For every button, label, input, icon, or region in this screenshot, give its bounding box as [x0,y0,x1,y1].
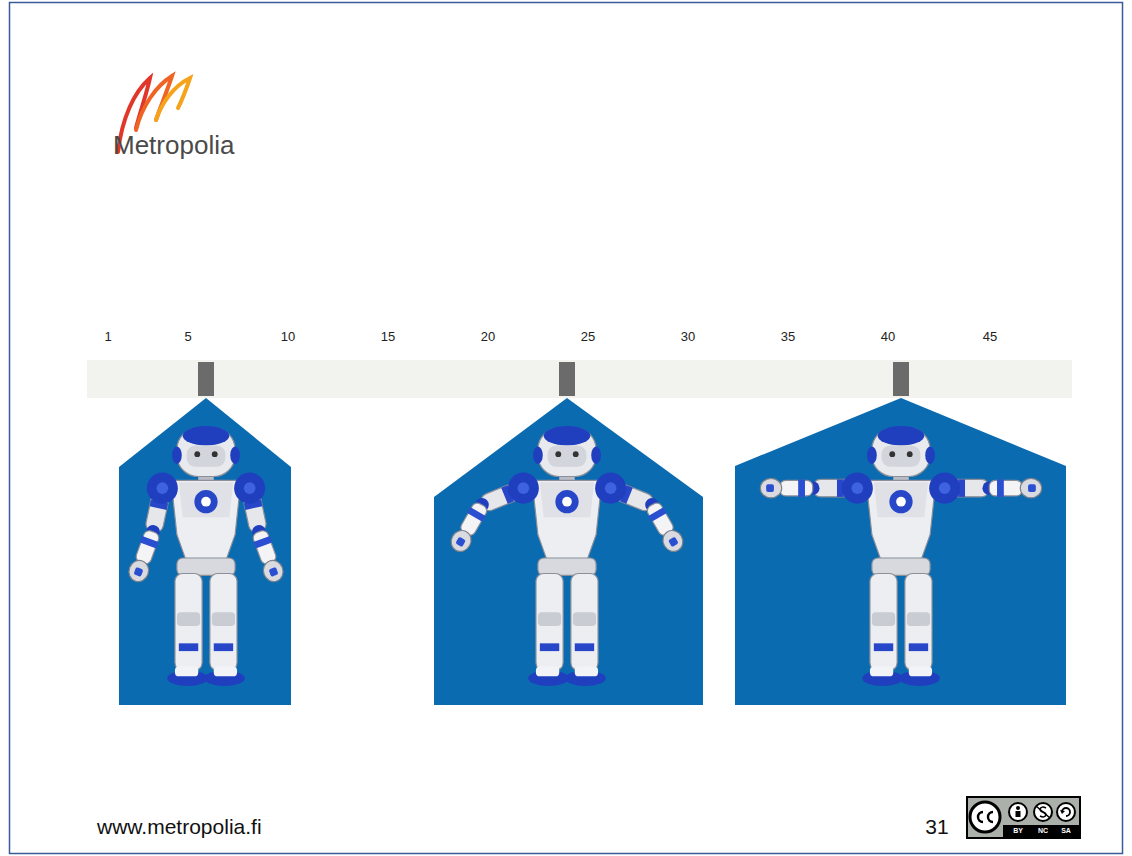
frame-number: 5 [184,330,191,345]
frame-number: 35 [781,330,795,345]
license-term: NC [1038,827,1048,835]
frame-number: 25 [581,330,595,345]
frame-number: 20 [481,330,495,345]
page-number: 31 [925,815,948,839]
frame-number: 10 [281,330,295,345]
frame-number: 40 [881,330,895,345]
license-term: BY [1013,827,1023,835]
frame-number: 30 [681,330,695,345]
frame-number: 15 [381,330,395,345]
logo-wordmark: Metropolia [113,131,234,161]
footer-url: www.metropolia.fi [97,815,262,839]
frame-number: 1 [104,330,111,345]
frame-number: 45 [983,330,997,345]
license-term: SA [1061,827,1071,835]
